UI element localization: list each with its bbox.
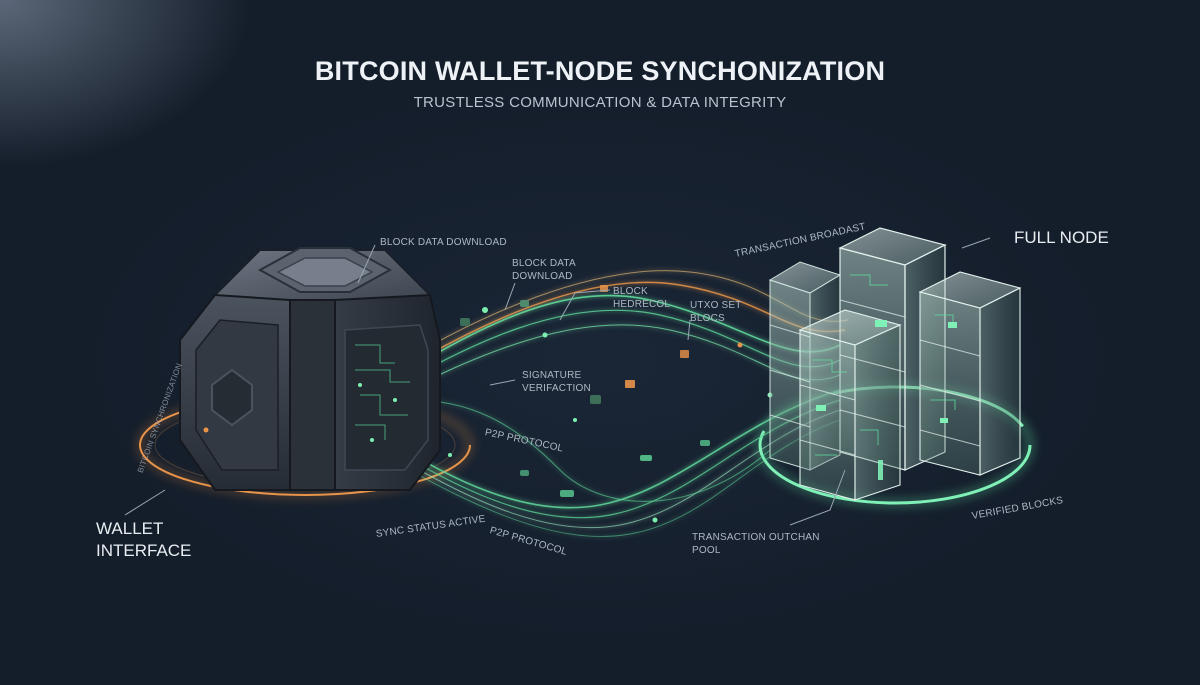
label-full-node: FULL NODE — [1014, 228, 1109, 247]
leader-lines — [124, 237, 991, 526]
label-signature-verification: SIGNATURE VERIFACTION — [522, 370, 591, 394]
data-stream-bundle — [359, 270, 849, 537]
label-utxo-set-blocks: UTXO SET BLOCS — [690, 300, 742, 324]
label-block-data-download: BLOCK DATA DOWNLOAD — [512, 258, 576, 282]
diagram-subtitle: TRUSTLESS COMMUNICATION & DATA INTEGRITY — [413, 94, 787, 111]
label-wallet-interface: WALLET INTERFACE — [96, 519, 192, 560]
label-transaction-pool: TRANSACTION OUTCHAN POOL — [692, 532, 820, 556]
diagram-title: BITCOIN WALLET-NODE SYNCHONIZATION — [314, 56, 886, 86]
label-block-data-download-top: BLOCK DATA DOWNLOAD — [380, 237, 507, 248]
full-node-tower — [768, 227, 1022, 501]
wallet-device — [179, 247, 441, 491]
data-packets — [448, 285, 773, 523]
label-block-headers: BLOCK HEDRECOL — [613, 286, 671, 310]
